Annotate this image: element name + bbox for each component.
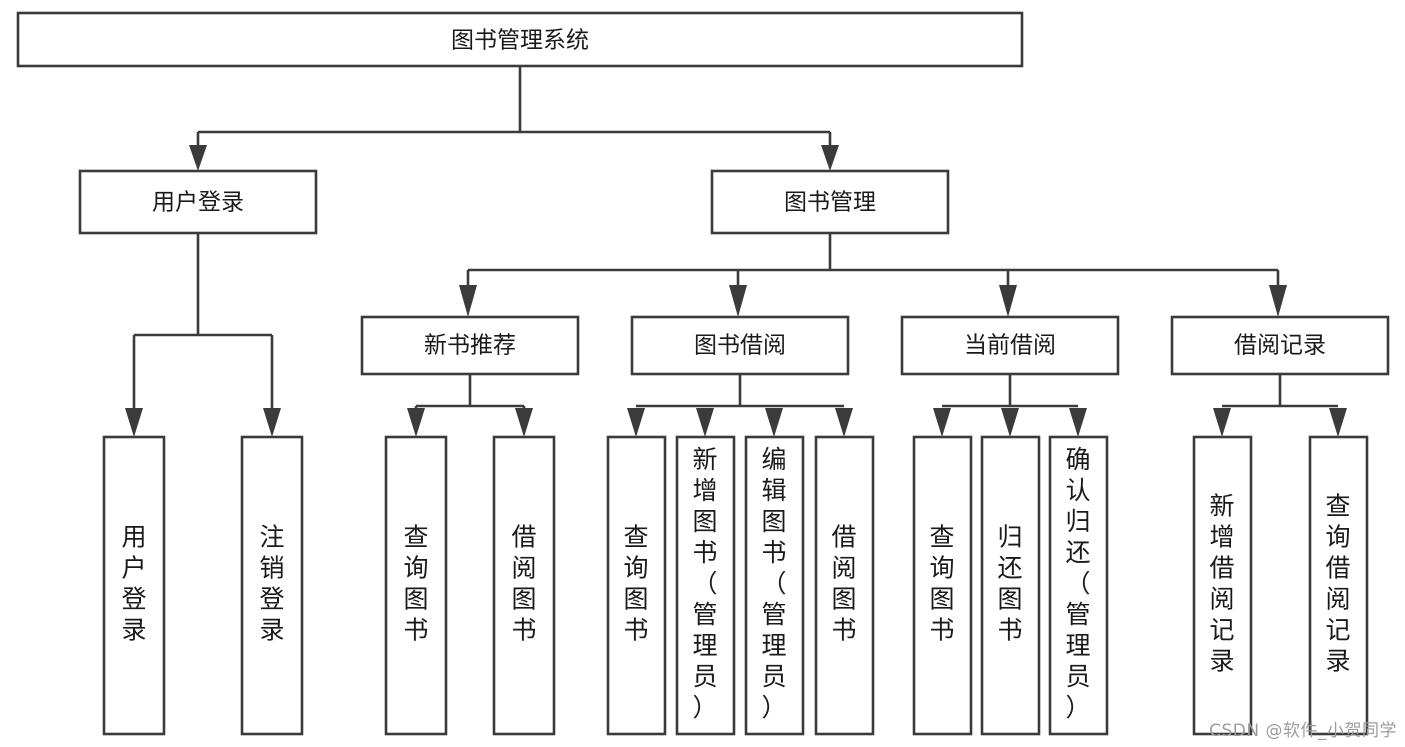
- leaf-label-edit-book-admin: 编辑图书（管理员）: [761, 445, 786, 722]
- leaf-label-query-borrow-record: 查询借阅记录: [1325, 492, 1350, 676]
- arrow-records-leaf-1: [1213, 408, 1231, 437]
- edges-layer: [125, 66, 1347, 437]
- leaf-node[interactable]: 归还图书: [980, 435, 1041, 736]
- leaf-box-confirm-return-admin[interactable]: [1048, 435, 1109, 736]
- arrow-root-to-book-mgmt: [821, 145, 839, 171]
- leaf-box-query-book-current[interactable]: [912, 435, 973, 736]
- leaf-box-add-borrow-record[interactable]: [1192, 435, 1253, 736]
- leaf-node[interactable]: 用户登录: [102, 435, 166, 736]
- leaf-label-add-borrow-record: 新增借阅记录: [1209, 492, 1234, 676]
- leaf-label-add-book-admin: 新增图书（管理员）: [692, 445, 717, 722]
- arrow-current-leaf-1: [933, 408, 951, 437]
- leaf-label-borrow-book: 借阅图书: [831, 523, 856, 645]
- arrow-new-books-leaf-2: [515, 408, 533, 437]
- arrow-book-mgmt-to-records: [1269, 285, 1287, 317]
- leaf-box-add-book-admin[interactable]: [675, 435, 736, 736]
- leaf-node[interactable]: 查询图书: [606, 435, 667, 736]
- leaf-box-borrow-book-rec[interactable]: [492, 435, 556, 736]
- leaf-node[interactable]: 查询借阅记录: [1308, 435, 1369, 736]
- book-borrow-box[interactable]: [630, 315, 850, 376]
- node-book-management[interactable]: 图书管理: [710, 169, 950, 235]
- leaf-node[interactable]: 借阅图书: [492, 435, 556, 736]
- leaf-label-query-book-rec: 查询图书: [403, 523, 428, 645]
- leaf-label-query-book-borrow: 查询图书: [623, 523, 648, 645]
- arrow-book-mgmt-to-new-books: [459, 285, 477, 317]
- leaf-box-borrow-book[interactable]: [814, 435, 875, 736]
- leaf-box-user-login[interactable]: [102, 435, 166, 736]
- arrow-user-login-leaf-2: [263, 408, 281, 437]
- borrow-records-box[interactable]: [1170, 315, 1390, 376]
- arrow-borrow-leaf-1: [627, 408, 645, 437]
- borrow-records-label: 借阅记录: [1234, 333, 1326, 359]
- leaf-label-return-book: 归还图书: [997, 523, 1022, 645]
- leaf-node[interactable]: 注销登录: [240, 435, 304, 736]
- arrow-current-leaf-3: [1069, 408, 1087, 437]
- leaf-box-return-book[interactable]: [980, 435, 1041, 736]
- leaf-box-query-book-borrow[interactable]: [606, 435, 667, 736]
- new-book-recommend-label: 新书推荐: [424, 333, 516, 359]
- node-book-borrow[interactable]: 图书借阅: [630, 315, 850, 376]
- arrow-user-login-leaf-1: [125, 408, 143, 437]
- arrow-book-mgmt-to-borrow: [729, 285, 747, 317]
- csdn-watermark: CSDN @软件_小贺同学: [1209, 721, 1397, 741]
- new-book-recommend-box[interactable]: [360, 315, 580, 376]
- leaf-label-logout: 注销登录: [259, 523, 284, 645]
- leaf-label-borrow-book-rec: 借阅图书: [511, 523, 536, 645]
- book-borrow-label: 图书借阅: [694, 333, 786, 359]
- arrow-book-mgmt-to-current: [999, 285, 1017, 317]
- arrow-root-to-user-login: [189, 145, 207, 171]
- leaf-box-logout[interactable]: [240, 435, 304, 736]
- leaf-box-query-borrow-record[interactable]: [1308, 435, 1369, 736]
- user-login-box[interactable]: [78, 169, 318, 235]
- arrow-borrow-leaf-3: [765, 408, 783, 437]
- leaf-node[interactable]: 新增借阅记录: [1192, 435, 1253, 736]
- leaf-node[interactable]: 确认归还（管理员）: [1048, 435, 1109, 736]
- current-borrow-label: 当前借阅: [964, 333, 1056, 359]
- arrow-current-leaf-2: [1001, 408, 1019, 437]
- leaf-node[interactable]: 编辑图书（管理员）: [744, 435, 805, 736]
- leaf-box-query-book-rec[interactable]: [384, 435, 448, 736]
- leaf-node[interactable]: 新增图书（管理员）: [675, 435, 736, 736]
- node-current-borrow[interactable]: 当前借阅: [900, 315, 1120, 376]
- root-box[interactable]: [16, 11, 1024, 68]
- current-borrow-box[interactable]: [900, 315, 1120, 376]
- arrow-new-books-leaf-1: [407, 408, 425, 437]
- user-login-label: 用户登录: [152, 190, 244, 216]
- leaf-label-confirm-return-admin: 确认归还（管理员）: [1065, 445, 1090, 722]
- node-root[interactable]: 图书管理系统: [16, 11, 1024, 68]
- node-new-book-recommend[interactable]: 新书推荐: [360, 315, 580, 376]
- arrow-records-leaf-2: [1329, 408, 1347, 437]
- book-management-box[interactable]: [710, 169, 950, 235]
- node-borrow-records[interactable]: 借阅记录: [1170, 315, 1390, 376]
- leaf-node[interactable]: 查询图书: [912, 435, 973, 736]
- leaf-node[interactable]: 查询图书: [384, 435, 448, 736]
- arrow-borrow-leaf-2: [696, 408, 714, 437]
- node-user-login[interactable]: 用户登录: [78, 169, 318, 235]
- book-management-label: 图书管理: [784, 190, 876, 216]
- arrow-borrow-leaf-4: [835, 408, 853, 437]
- leaf-box-edit-book-admin[interactable]: [744, 435, 805, 736]
- leaf-node[interactable]: 借阅图书: [814, 435, 875, 736]
- leaf-label-query-book-current: 查询图书: [929, 523, 954, 645]
- leaf-label-user-login: 用户登录: [121, 523, 146, 645]
- root-label: 图书管理系统: [451, 28, 589, 54]
